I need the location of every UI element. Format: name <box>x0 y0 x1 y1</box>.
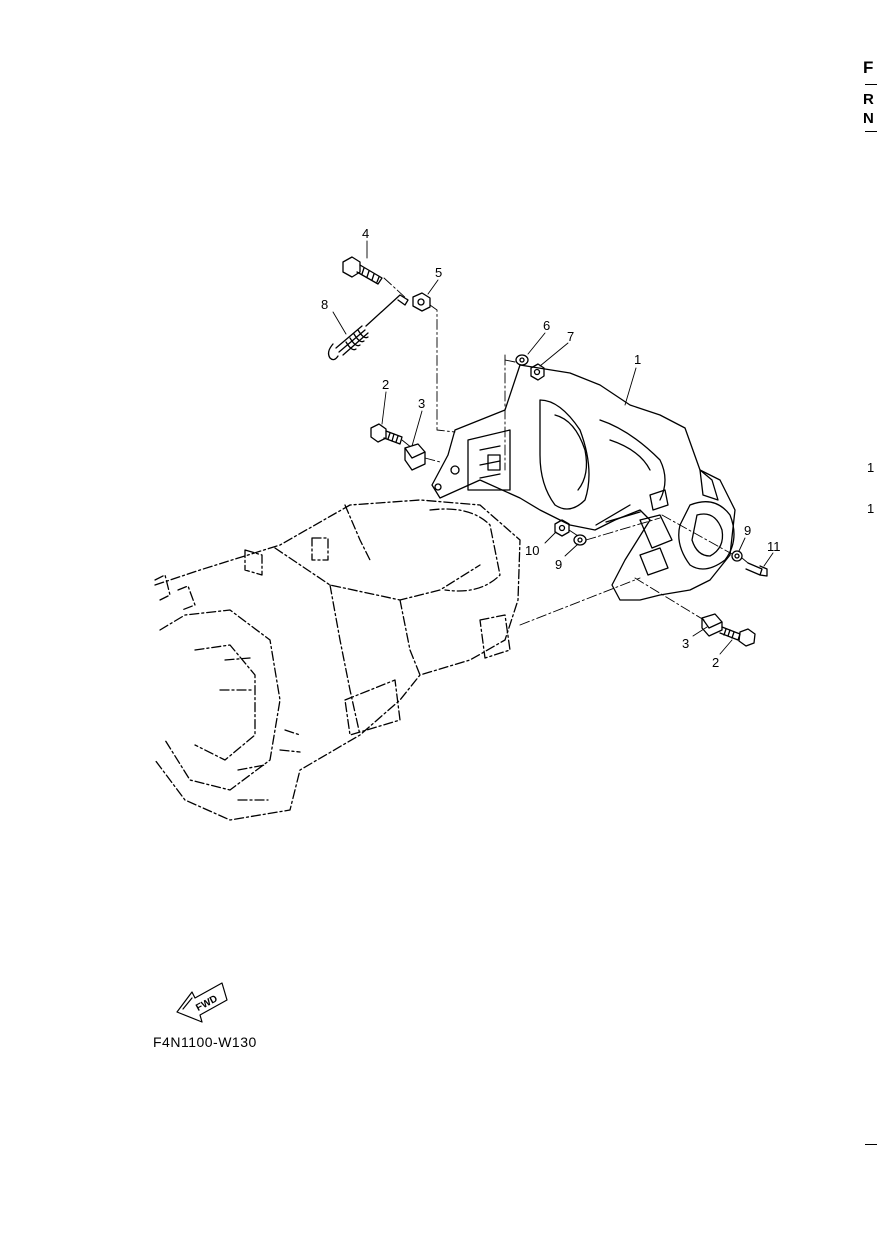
figure-code: F4N1100-W130 <box>153 1034 257 1050</box>
bolt-4 <box>342 256 383 285</box>
callout-3: 3 <box>418 396 425 411</box>
assembly-lines <box>383 277 749 626</box>
fwd-arrow-icon <box>176 982 228 1023</box>
edge-letter-f: F <box>863 58 874 77</box>
callout-1: 1 <box>634 352 641 367</box>
edge-letter-r: R <box>863 91 874 108</box>
nut-10 <box>554 519 570 537</box>
washer-6 <box>515 354 529 366</box>
callout-4: 4 <box>362 226 369 241</box>
leader-lines <box>332 240 774 655</box>
edge-rule <box>865 131 877 132</box>
callout-2: 2 <box>382 377 389 392</box>
callout-7: 7 <box>567 329 574 344</box>
callout-5: 5 <box>435 265 442 280</box>
callout-10: 10 <box>525 543 539 558</box>
collar-5 <box>412 292 431 312</box>
callout-6: 6 <box>543 318 550 333</box>
engine-housing <box>154 499 521 821</box>
edge-digit: 1 <box>867 501 875 516</box>
collar-3-lower <box>701 613 723 637</box>
spring-8 <box>327 294 409 361</box>
callout-labels: 1 2 2 3 3 4 5 6 7 8 9 9 10 11 FWD <box>194 226 780 1014</box>
washer-9-right <box>731 550 743 562</box>
bolt-2-lower <box>719 626 756 647</box>
edge-digit: 1 <box>867 460 875 475</box>
callout-8: 8 <box>321 297 328 312</box>
callout-11: 11 <box>767 539 781 554</box>
edge-rule <box>865 1144 877 1145</box>
edge-rule <box>865 84 877 85</box>
bolt-2-upper <box>370 423 403 445</box>
intermediate-housing <box>431 364 736 601</box>
edge-letter-n: N <box>863 110 874 127</box>
washer-9-left <box>573 534 587 546</box>
callout-3: 3 <box>682 636 689 651</box>
bolt-11 <box>745 562 768 577</box>
nut-7 <box>530 363 545 381</box>
callout-9: 9 <box>555 557 562 572</box>
callout-2: 2 <box>712 655 719 670</box>
callout-9: 9 <box>744 523 751 538</box>
collar-3-upper <box>404 443 426 471</box>
